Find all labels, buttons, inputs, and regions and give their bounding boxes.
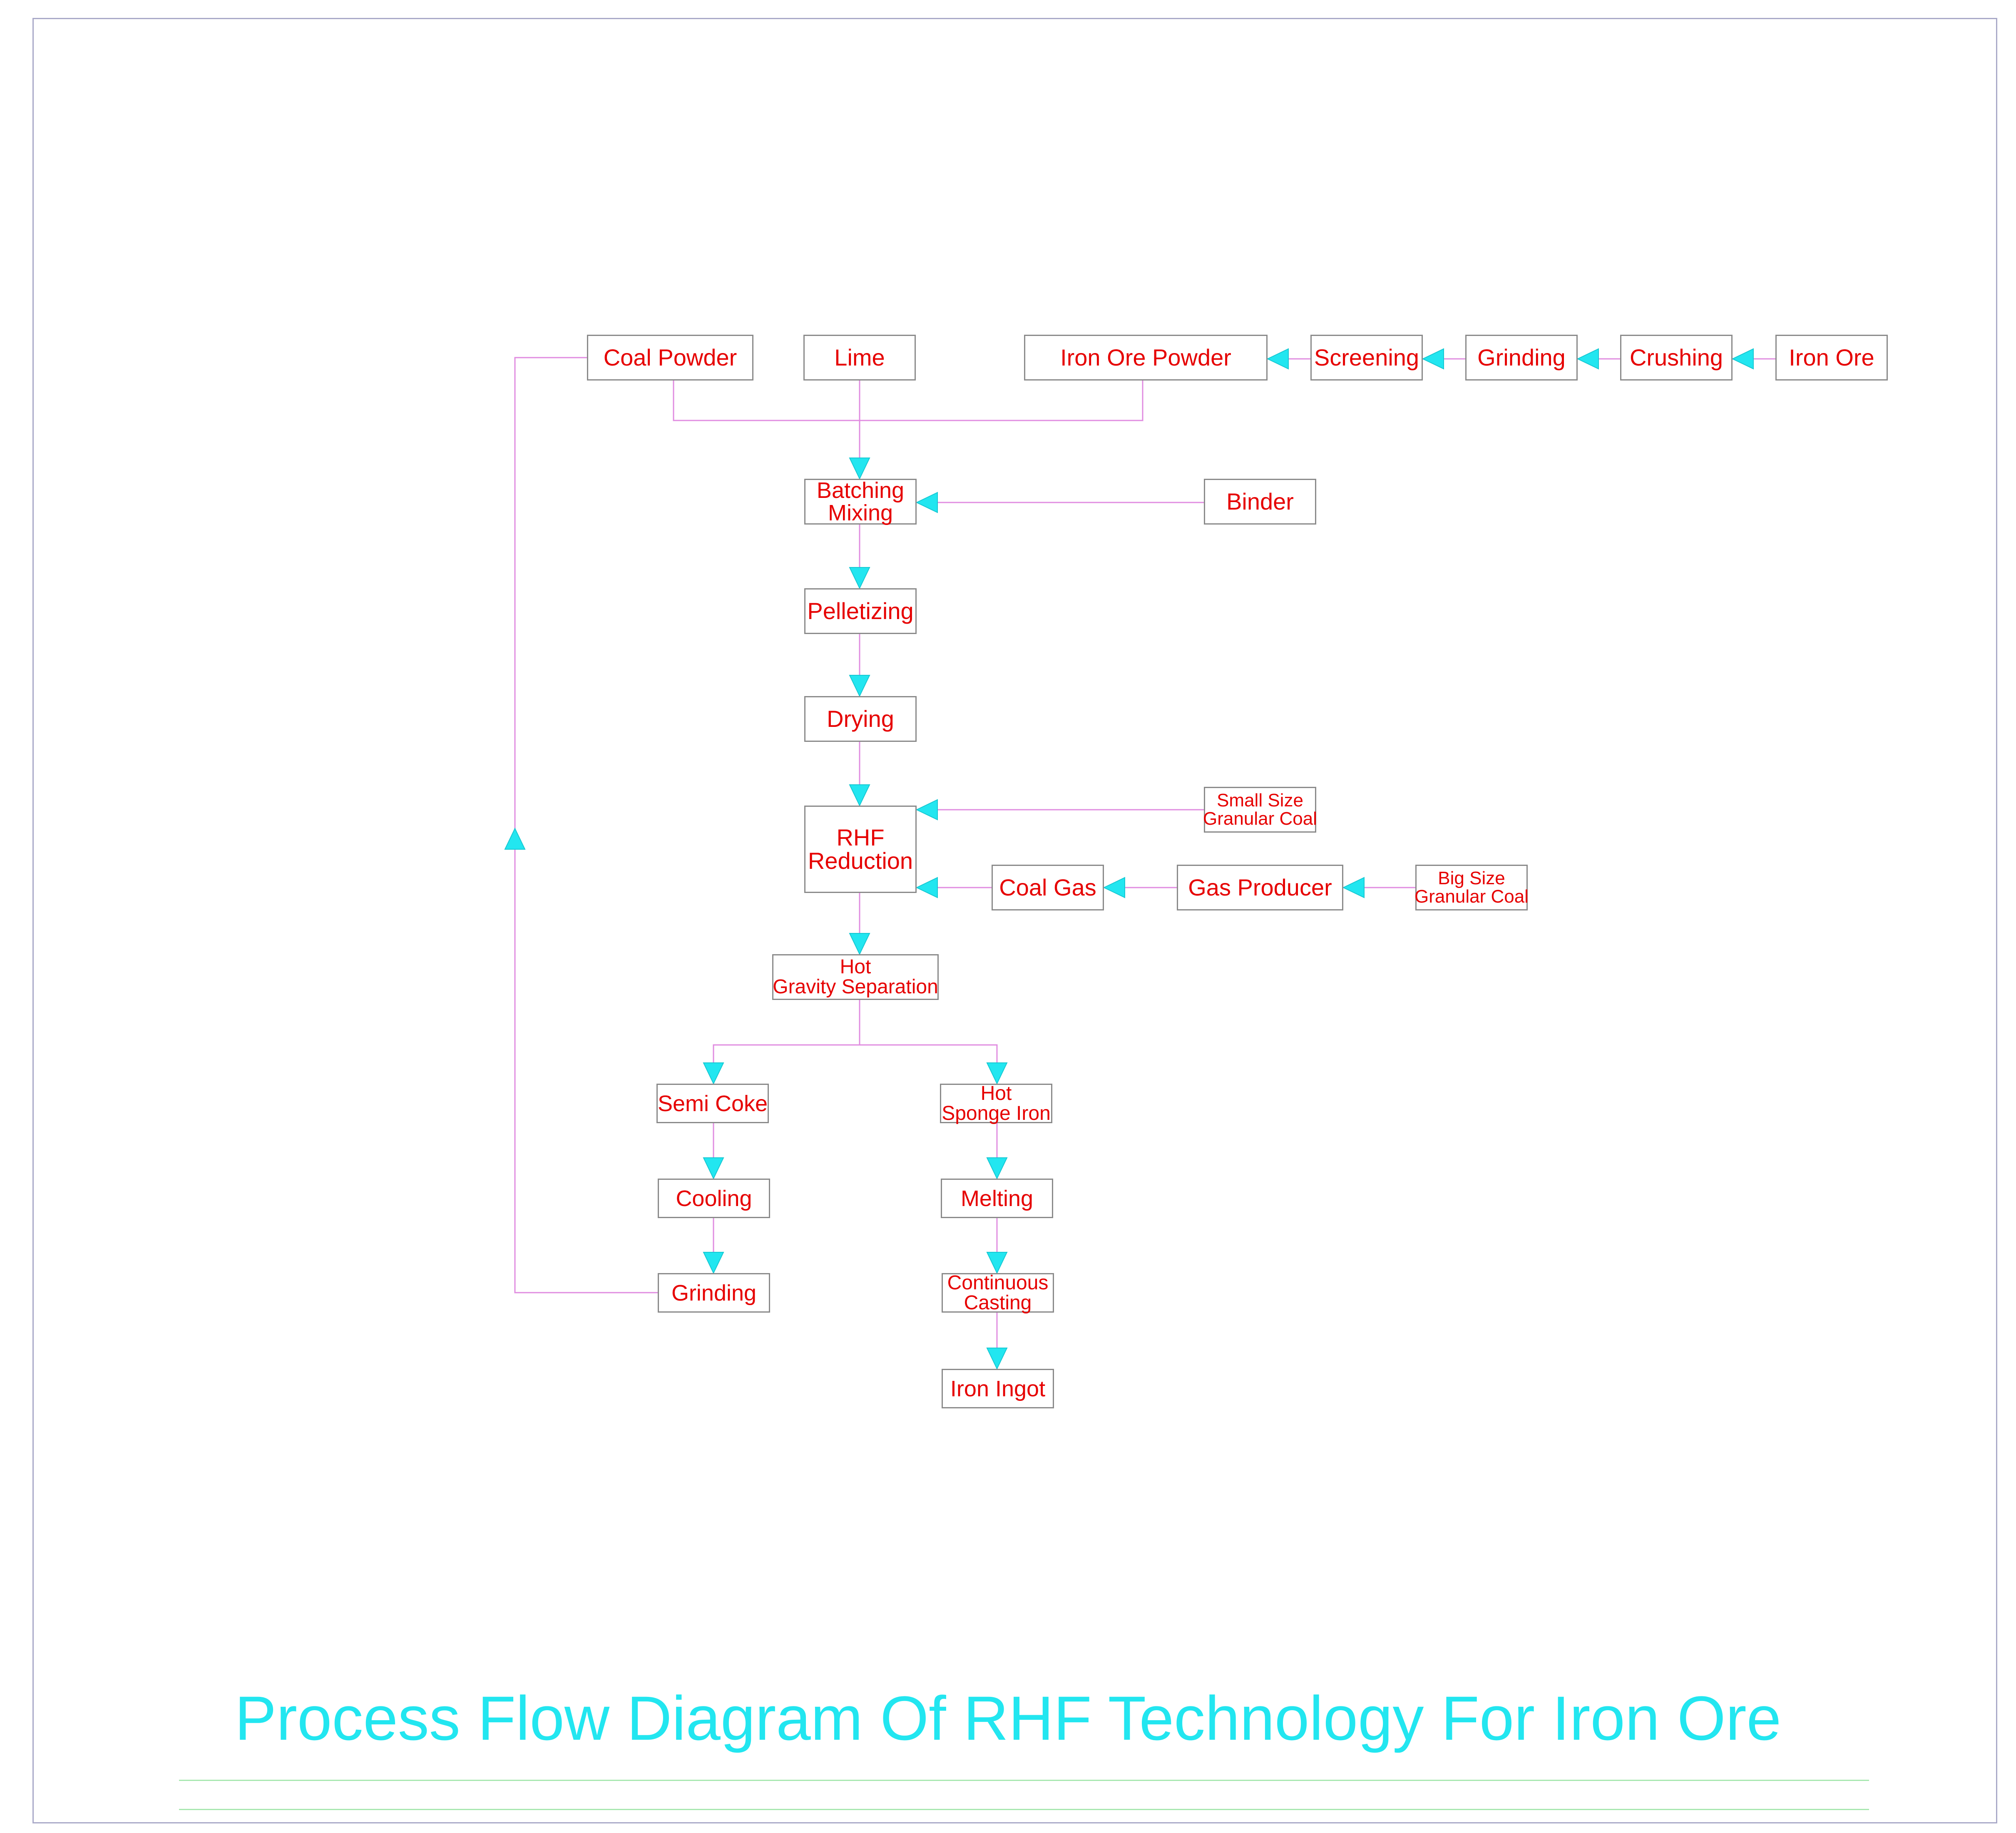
node-grinding-top: Grinding <box>1465 335 1578 381</box>
node-label-line: Cooling <box>676 1186 752 1211</box>
node-label-line: Lime <box>834 344 885 371</box>
node-label-line: Granular Coal <box>1414 886 1529 907</box>
node-label-line: Gas Producer <box>1188 874 1332 900</box>
node-label-line: Binder <box>1226 488 1294 515</box>
node-coal-powder: Coal Powder <box>587 335 753 381</box>
node-drying: Drying <box>804 696 917 742</box>
arrowhead <box>849 675 870 697</box>
node-crushing: Crushing <box>1620 335 1733 381</box>
node-grinding-bottom: Grinding <box>658 1273 770 1313</box>
node-label-line: Hot <box>980 1082 1012 1104</box>
arrowhead <box>1576 348 1599 370</box>
node-label-line: Coal Gas <box>999 874 1096 900</box>
arrowhead <box>849 567 870 589</box>
node-label-line: Sponge Iron <box>942 1102 1051 1124</box>
node-label-line: Melting <box>960 1186 1034 1211</box>
arrowhead <box>1342 877 1365 898</box>
node-label-line: Coal Powder <box>603 344 737 371</box>
node-iron-ore-powder: Iron Ore Powder <box>1024 335 1268 381</box>
arrowhead <box>915 799 938 821</box>
node-label-line: Iron Ore Powder <box>1060 344 1231 371</box>
arrowhead <box>915 877 938 898</box>
arrowhead <box>849 933 870 955</box>
arrowhead <box>703 1157 724 1180</box>
arrowhead <box>1422 348 1444 370</box>
arrowhead <box>915 492 938 513</box>
node-iron-ore: Iron Ore <box>1775 335 1888 381</box>
arrowhead <box>1731 348 1754 370</box>
arrowhead <box>849 458 870 480</box>
node-lime: Lime <box>803 335 916 381</box>
node-label-line: Pelletizing <box>807 598 914 624</box>
node-label-line: Reduction <box>808 848 913 874</box>
node-label-line: Screening <box>1314 344 1419 371</box>
node-label-line: Crushing <box>1629 344 1723 371</box>
node-label-line: Gravity Separation <box>773 976 938 998</box>
arrowhead <box>986 1348 1008 1370</box>
arrowhead <box>986 1062 1008 1085</box>
drawing-frame <box>32 18 1997 1823</box>
node-iron-ingot: Iron Ingot <box>942 1369 1054 1408</box>
node-label-line: Big Size <box>1438 868 1505 888</box>
arrowhead <box>703 1252 724 1274</box>
arrowhead <box>849 784 870 807</box>
node-cooling: Cooling <box>658 1179 770 1218</box>
node-label-line: Batching <box>816 478 905 503</box>
node-label-line: Grinding <box>671 1280 757 1306</box>
arrowhead <box>1266 348 1289 370</box>
node-label-line: RHF <box>836 824 885 851</box>
node-label-line: Continuous <box>947 1271 1049 1294</box>
node-label-line: Small Size <box>1217 790 1303 811</box>
node-gas-producer: Gas Producer <box>1177 865 1343 910</box>
edge-separation-split <box>713 1044 998 1084</box>
node-label-line: Iron Ore <box>1789 344 1874 371</box>
title-rule-lower <box>179 1809 1869 1810</box>
arrowhead <box>504 827 526 850</box>
title-rule-upper <box>179 1780 1869 1781</box>
node-screening: Screening <box>1310 335 1423 381</box>
arrowhead <box>703 1062 724 1085</box>
node-semi-coke: Semi Coke <box>656 1084 769 1123</box>
node-label-line: Granular Coal <box>1203 808 1317 829</box>
node-label-line: Hot <box>840 956 871 978</box>
node-melting: Melting <box>941 1179 1053 1218</box>
node-label-line: Semi Coke <box>657 1091 768 1116</box>
arrowhead <box>986 1157 1008 1180</box>
node-label-line: Iron Ingot <box>950 1376 1046 1401</box>
node-label-line: Mixing <box>828 500 893 525</box>
node-label-line: Grinding <box>1477 344 1566 371</box>
edge-grinding-coalpowder-loop <box>514 357 658 1293</box>
arrowhead <box>986 1252 1008 1274</box>
edge-merge-bus <box>673 381 1143 421</box>
node-label-line: Casting <box>964 1291 1032 1314</box>
node-label-line: Drying <box>827 706 894 732</box>
node-coal-gas: Coal Gas <box>992 865 1104 910</box>
node-binder: Binder <box>1204 479 1316 525</box>
diagram-title: Process Flow Diagram Of RHF Technology F… <box>234 1683 1782 1753</box>
arrowhead <box>1103 877 1125 898</box>
node-pelletizing: Pelletizing <box>804 588 917 634</box>
